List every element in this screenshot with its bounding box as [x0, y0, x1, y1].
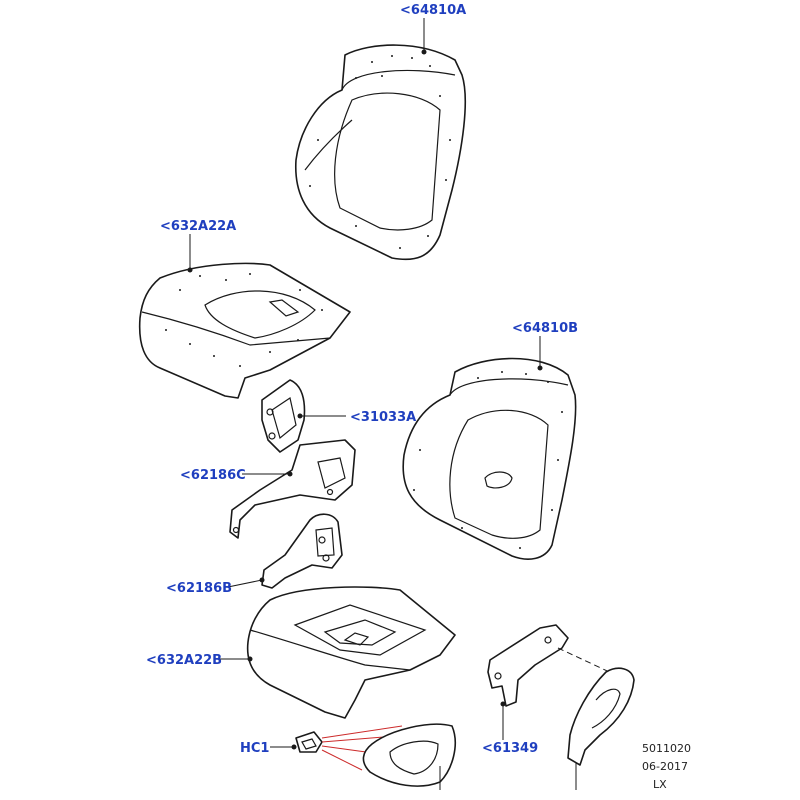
leader-64810a-dot	[421, 49, 427, 55]
leader-632a22b-dot	[247, 656, 253, 662]
callout-62186c[interactable]: <62186C	[180, 468, 246, 483]
callout-632a22a[interactable]: <632A22A	[160, 219, 236, 234]
callout-31033a[interactable]: <31033A	[350, 410, 416, 425]
leader-62186b-dot	[259, 577, 265, 583]
callout-62186b[interactable]: <62186B	[166, 581, 232, 596]
side-shield-cover[interactable]	[567, 667, 635, 766]
seat-cushion-cover-632a22b[interactable]	[246, 586, 456, 719]
seat-back-cover-64810b[interactable]	[402, 357, 577, 560]
seat-back-cover-64810b-specks	[413, 371, 563, 549]
seat-back-cover-64810a[interactable]	[294, 44, 467, 261]
seat-back-cover-64810a-specks	[309, 55, 451, 249]
callout-61349[interactable]: <61349	[482, 741, 538, 756]
bracket-31033a[interactable]	[261, 379, 306, 453]
leader-61349-dot	[500, 701, 506, 707]
drawing-date: 06-2017	[642, 760, 688, 773]
leader-62186c-dot	[287, 471, 293, 477]
callout-64810a[interactable]: <64810A	[400, 3, 466, 18]
seat-cushion-cover-632a22a[interactable]	[138, 262, 351, 399]
callout-hc1[interactable]: HC1	[240, 741, 269, 756]
panel-61349[interactable]	[487, 624, 569, 707]
clip-hc1[interactable]	[295, 731, 323, 753]
bracket-62186c[interactable]	[229, 439, 356, 539]
leader-632a22a-dot	[187, 267, 193, 273]
leader-62186b	[227, 579, 263, 588]
leader-31033a-dot	[297, 413, 303, 419]
bracket-62186b[interactable]	[261, 513, 343, 589]
drawing-code: LX	[653, 778, 667, 791]
leader-hc1-dot	[291, 744, 297, 750]
callout-632a22b[interactable]: <632A22B	[146, 653, 222, 668]
drawing-number: 5011020	[642, 742, 691, 755]
callout-64810b[interactable]: <64810B	[512, 321, 578, 336]
seat-pad[interactable]	[362, 723, 456, 787]
seat-cushion-cover-632a22a-specks	[165, 273, 323, 367]
leader-64810b-dot	[537, 365, 543, 371]
